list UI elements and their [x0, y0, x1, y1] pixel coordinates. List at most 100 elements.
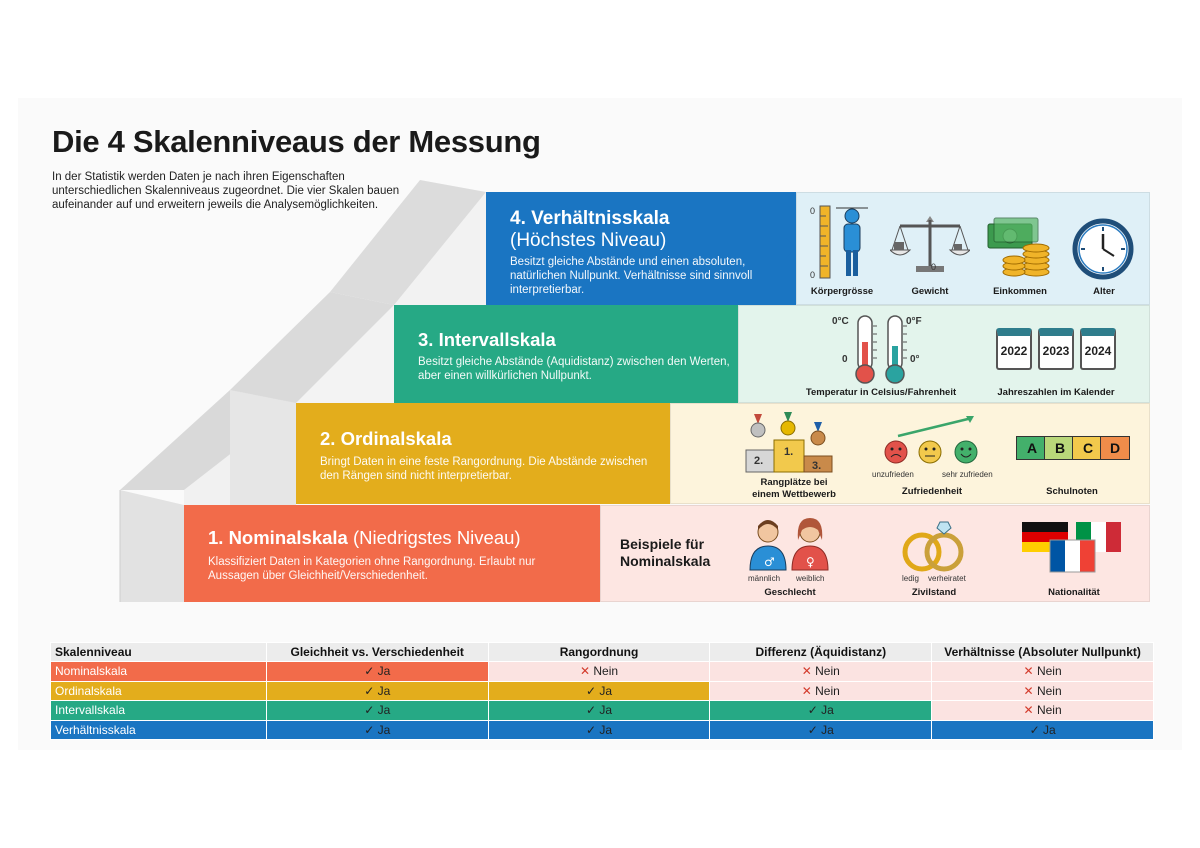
ordinal-example-grades: Schulnoten [1046, 486, 1098, 497]
col-header-ratio: Verhältnisse (Absoluter Nullpunkt) [931, 642, 1154, 662]
wedding-rings-icon [902, 521, 964, 572]
nominal-example-nationality: Nationalität [1048, 587, 1100, 598]
cell-ja: ✓ Ja [265, 680, 489, 701]
cell-ja: ✓ Ja [487, 680, 711, 701]
cross-icon: ✕ [801, 664, 816, 679]
row-label: Verhältnisskala [50, 719, 267, 740]
balance-scale-icon [890, 216, 970, 272]
cell-nein: ✕ Nein [931, 680, 1154, 701]
ordinal-example-rank: Rangplätze bei einem Wettbewerb [752, 477, 836, 500]
cross-icon: ✕ [579, 664, 594, 679]
col-header-equality: Gleichheit vs. Verschiedenheit [265, 642, 489, 662]
label-maennlich: männlich [748, 574, 781, 583]
grade-c: C [1072, 436, 1104, 460]
grade-a: A [1016, 436, 1048, 460]
cross-icon: ✕ [1023, 664, 1037, 679]
cross-icon: ✕ [1023, 683, 1037, 698]
table-row: Ordinalskala✓ Ja✓ Ja✕ Nein✕ Nein [50, 680, 1154, 701]
grade-d: D [1100, 436, 1130, 460]
nominal-scale-band: 1. Nominalskala (Niedrigstes Niveau) Kla… [184, 505, 600, 602]
interval-example-years: Jahreszahlen im Kalender [997, 387, 1115, 398]
calendar-icons: 2022 2023 2024 [996, 328, 1120, 374]
cell-ja: ✓ Ja [487, 719, 711, 740]
ratio-scale-band: 4. Verhältnisskala (Höchstes Niveau) Bes… [486, 192, 796, 305]
col-header-difference: Differenz (Äquidistanz) [709, 642, 933, 662]
label-sehr-zufrieden: sehr zufrieden [942, 470, 993, 479]
cell-nein: ✕ Nein [709, 661, 933, 682]
calendar-2024: 2024 [1080, 328, 1116, 370]
col-header-ranking: Rangordnung [487, 642, 711, 662]
nominal-example-maritalstatus: Zivilstand [911, 587, 957, 598]
cell-nein: ✕ Nein [487, 661, 711, 682]
table-row: Nominalskala✓ Ja✕ Nein✕ Nein✕ Nein [50, 661, 1154, 682]
ordinal-example-satisfaction: Zufriedenheit [901, 486, 963, 497]
interval-example-temp: Temperatur in Celsius/Fahrenheit [805, 387, 957, 398]
label-unzufrieden: unzufrieden [872, 470, 914, 479]
fahrenheit-label: 0°F [906, 316, 922, 327]
calendar-2023: 2023 [1038, 328, 1074, 370]
scale-zero: 0 [931, 262, 937, 272]
celsius-label: 0°C [832, 316, 849, 327]
row-label: Nominalskala [50, 661, 267, 682]
fahrenheit-zero: 0° [910, 354, 920, 365]
satisfaction-scale-icon [884, 416, 978, 464]
podium-place-3: 3. [812, 460, 822, 472]
flags-icon [1022, 522, 1121, 573]
ratio-example-height: Körpergrösse [810, 286, 874, 297]
clock-icon [1072, 218, 1134, 280]
row-label: Ordinalskala [50, 680, 267, 701]
cell-nein: ✕ Nein [931, 700, 1154, 721]
thermometer-icon [855, 315, 907, 384]
comparison-table: Skalenniveau Gleichheit vs. Verschiedenh… [50, 642, 1154, 740]
interval-scale-band: 3. Intervallskala Besitzt gleiche Abstän… [394, 305, 738, 403]
money-icon [987, 217, 1050, 277]
cross-icon: ✕ [1023, 703, 1037, 718]
celsius-zero: 0 [842, 354, 848, 365]
ruler-bottom-zero: 0 [810, 270, 816, 280]
ruler-top-zero: 0 [810, 206, 816, 216]
gender-icon: ♂ ♀ [749, 518, 829, 571]
ordinal-title: 2. Ordinalskala [320, 428, 452, 449]
table-row: Intervallskala✓ Ja✓ Ja✓ Ja✕ Nein [50, 700, 1154, 721]
nominal-description: Klassifiziert Daten in Kategorien ohne R… [208, 556, 536, 582]
svg-text:♀: ♀ [806, 555, 815, 569]
podium-place-2: 2. [754, 455, 764, 467]
calendar-2022: 2022 [996, 328, 1032, 370]
label-weiblich: weiblich [796, 574, 825, 583]
nominal-title-suffix: (Niedrigstes Niveau) [352, 527, 521, 548]
ratio-description: Besitzt gleiche Abstände und einen absol… [510, 256, 753, 296]
table-row: Verhältnisskala✓ Ja✓ Ja✓ Ja✓ Ja [50, 719, 1154, 740]
interval-description: Besitzt gleiche Abstände (Äquidistanz) z… [418, 356, 730, 382]
cell-ja: ✓ Ja [265, 719, 489, 740]
ratio-example-age: Alter [1093, 286, 1115, 297]
ordinal-scale-band: 2. Ordinalskala Bringt Daten in eine fes… [296, 403, 670, 504]
ratio-arrow-icon [786, 238, 796, 258]
cell-ja: ✓ Ja [931, 719, 1154, 740]
label-verheiratet: verheiratet [928, 574, 966, 583]
interval-title: 3. Intervallskala [418, 329, 556, 350]
podium-icon [745, 412, 833, 473]
nominal-example-gender: Geschlecht [764, 587, 816, 598]
ratio-subtitle: (Höchstes Niveau) [510, 230, 667, 251]
nominal-title: 1. Nominalskala [208, 527, 348, 548]
page-title: Die 4 Skalenniveaus der Messung [52, 124, 541, 159]
cell-ja: ✓ Ja [265, 700, 489, 721]
height-ruler-icon [819, 205, 868, 279]
cell-ja: ✓ Ja [265, 661, 489, 682]
intro-text: In der Statistik werden Daten je nach ih… [52, 171, 400, 211]
cross-icon: ✕ [801, 683, 816, 698]
row-label: Intervallskala [50, 700, 267, 721]
ratio-example-income: Einkommen [993, 286, 1047, 297]
col-header-level: Skalenniveau [50, 642, 267, 662]
cell-ja: ✓ Ja [709, 719, 933, 740]
cell-nein: ✕ Nein [709, 680, 933, 701]
table-header-row: Skalenniveau Gleichheit vs. Verschiedenh… [50, 642, 1154, 662]
ordinal-description: Bringt Daten in eine feste Rangordnung. … [320, 456, 648, 482]
label-ledig: ledig [902, 574, 919, 583]
nominal-examples-heading: Beispiele für Nominalskala [620, 536, 711, 569]
podium-place-1: 1. [784, 446, 794, 458]
ratio-title: 4. Verhältnisskala [510, 208, 670, 229]
ratio-example-weight: Gewicht [911, 286, 949, 297]
cell-nein: ✕ Nein [931, 661, 1154, 682]
